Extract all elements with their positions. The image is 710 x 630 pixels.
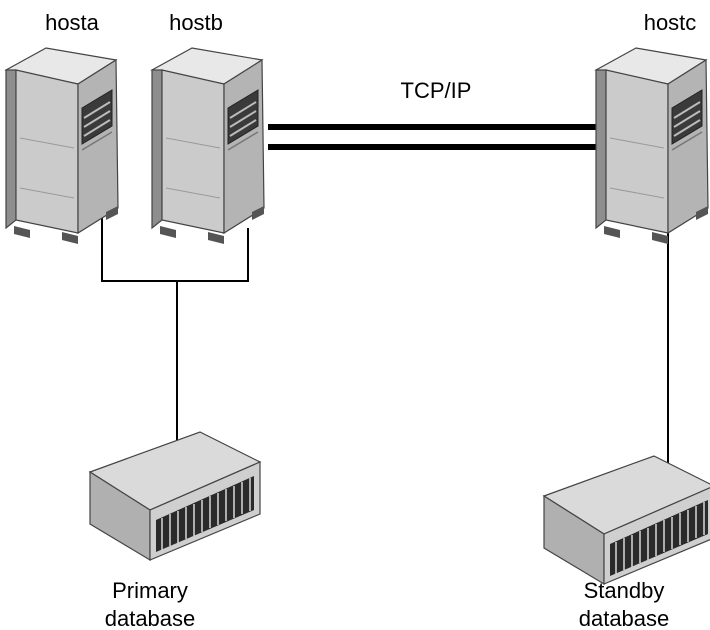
- primary-database-label-line1: Primary: [112, 578, 188, 603]
- hosta-label: hosta: [45, 10, 100, 35]
- primary-database-label-line2: database: [105, 606, 196, 630]
- hostb-connector: [177, 228, 249, 282]
- connections: [101, 124, 669, 466]
- standby-database-label-line2: database: [579, 606, 670, 630]
- tcpip-label: TCP/IP: [401, 78, 472, 103]
- hostb-label: hostb: [169, 10, 223, 35]
- standby-database-storage-icon: [543, 455, 710, 585]
- standby-database-label-line1: Standby: [584, 578, 665, 603]
- hostc-label: hostc: [644, 10, 697, 35]
- hostb-server-icon: [151, 47, 265, 245]
- primary-database-storage-icon: [89, 431, 261, 561]
- hosta-connector: [101, 218, 177, 282]
- tcpip-link: [268, 124, 600, 150]
- hosta-server-icon: [5, 47, 119, 245]
- hostc-server-icon: [595, 47, 709, 245]
